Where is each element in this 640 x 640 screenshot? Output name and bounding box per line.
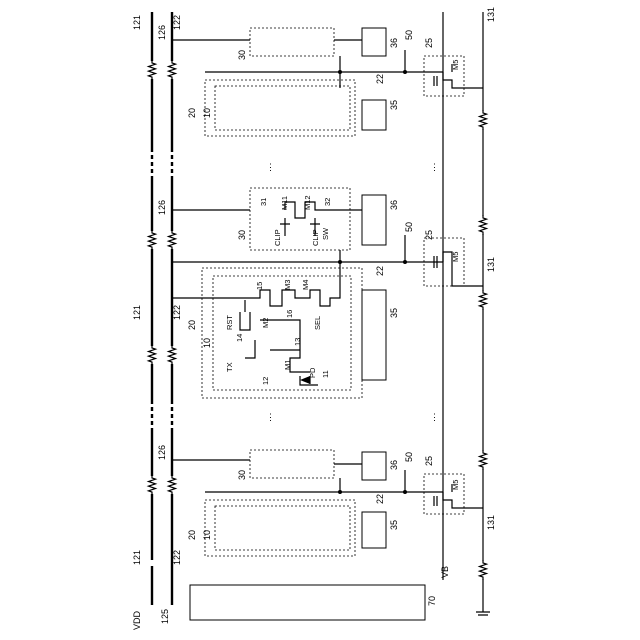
row-20-mid (202, 268, 362, 398)
label-m2: M2 (261, 318, 270, 328)
label-32: 32 (323, 198, 332, 206)
label-clip: CLIP (273, 229, 282, 246)
labels: VDD 125 121 122 126 121 122 126 121 122 … (132, 7, 496, 630)
label-50-mid: 50 (404, 222, 414, 232)
ellipsis-2: ⋮ (430, 162, 439, 172)
label-70: 70 (427, 596, 437, 606)
label-10-bot: 10 (202, 530, 212, 540)
label-36-bot: 36 (389, 460, 399, 470)
label-122-top: 122 (172, 15, 182, 30)
label-rst: RST (225, 315, 234, 330)
label-clip-sw: CLIP (311, 229, 320, 246)
label-30-bot: 30 (237, 470, 247, 480)
row-20-top (205, 80, 355, 136)
label-126-top: 126 (157, 25, 167, 40)
block-36-bot (362, 452, 386, 480)
label-121-bot: 121 (132, 550, 142, 565)
ground-symbol (476, 605, 490, 615)
block-30-bot (250, 450, 334, 478)
ellipsis-3: ⋮ (266, 412, 275, 422)
label-20-mid: 20 (187, 320, 197, 330)
pixel-10-top (215, 86, 350, 130)
label-10-mid: 10 (202, 338, 212, 348)
label-22-top: 22 (375, 74, 385, 84)
label-50-top: 50 (404, 30, 414, 40)
label-m12: M12 (303, 195, 312, 210)
label-25-top: 25 (424, 38, 434, 48)
label-11: 11 (321, 370, 330, 378)
circuit-70 (190, 585, 425, 620)
section-top (172, 28, 483, 136)
label-22-bot: 22 (375, 494, 385, 504)
label-20-top: 20 (187, 108, 197, 118)
label-35-bot: 35 (389, 520, 399, 530)
label-16: 16 (285, 310, 294, 318)
label-131-mid: 131 (486, 257, 496, 272)
label-12: 12 (261, 377, 270, 385)
label-m5-top: M5 (451, 60, 460, 70)
label-50-bot: 50 (404, 452, 414, 462)
label-30-mid: 30 (237, 230, 247, 240)
row-20-bot (205, 500, 355, 556)
label-m3: M3 (283, 280, 292, 290)
label-131-top: 131 (486, 7, 496, 22)
ellipsis-1: ⋮ (266, 162, 275, 172)
label-125: 125 (160, 609, 170, 624)
block-35-mid (362, 290, 386, 380)
label-131-bot: 131 (486, 515, 496, 530)
label-35-mid: 35 (389, 308, 399, 318)
label-tx: TX (225, 362, 234, 372)
block-35-top (362, 100, 386, 130)
label-13: 13 (293, 338, 302, 346)
label-122-mid: 122 (172, 305, 182, 320)
label-20-bot: 20 (187, 530, 197, 540)
label-126-mid: 126 (157, 200, 167, 215)
block-30-mid (250, 188, 350, 250)
label-25-mid: 25 (424, 230, 434, 240)
label-121-top: 121 (132, 15, 142, 30)
ellipsis-4: ⋮ (430, 412, 439, 422)
label-10-top: 10 (202, 108, 212, 118)
label-36-mid: 36 (389, 200, 399, 210)
label-sw: SW (321, 227, 330, 240)
label-vdd: VDD (132, 610, 142, 630)
label-vb: VB (440, 566, 450, 578)
section-bottom (172, 450, 483, 556)
label-122-bot: 122 (172, 550, 182, 565)
block-35-bot (362, 512, 386, 548)
pixel-10-bot (215, 506, 350, 550)
label-sel: SEL (313, 316, 322, 330)
label-35-top: 35 (389, 100, 399, 110)
label-30-top: 30 (237, 50, 247, 60)
label-15: 15 (255, 282, 264, 290)
label-25-bot: 25 (424, 456, 434, 466)
label-126-bot: 126 (157, 445, 167, 460)
label-pd: PD (308, 367, 317, 378)
label-31: 31 (259, 198, 268, 206)
block-30-top (250, 28, 334, 56)
section-middle (172, 188, 483, 398)
label-36-top: 36 (389, 38, 399, 48)
block-36-top (362, 28, 386, 56)
label-m5-mid: M5 (451, 252, 460, 262)
label-m11: M11 (280, 196, 289, 210)
label-121-mid: 121 (132, 305, 142, 320)
label-m5-bot: M5 (451, 480, 460, 490)
label-m4: M4 (301, 280, 310, 290)
label-22-mid: 22 (375, 266, 385, 276)
block-36-mid (362, 195, 386, 245)
label-14: 14 (235, 334, 244, 342)
label-m1: M1 (283, 360, 292, 370)
